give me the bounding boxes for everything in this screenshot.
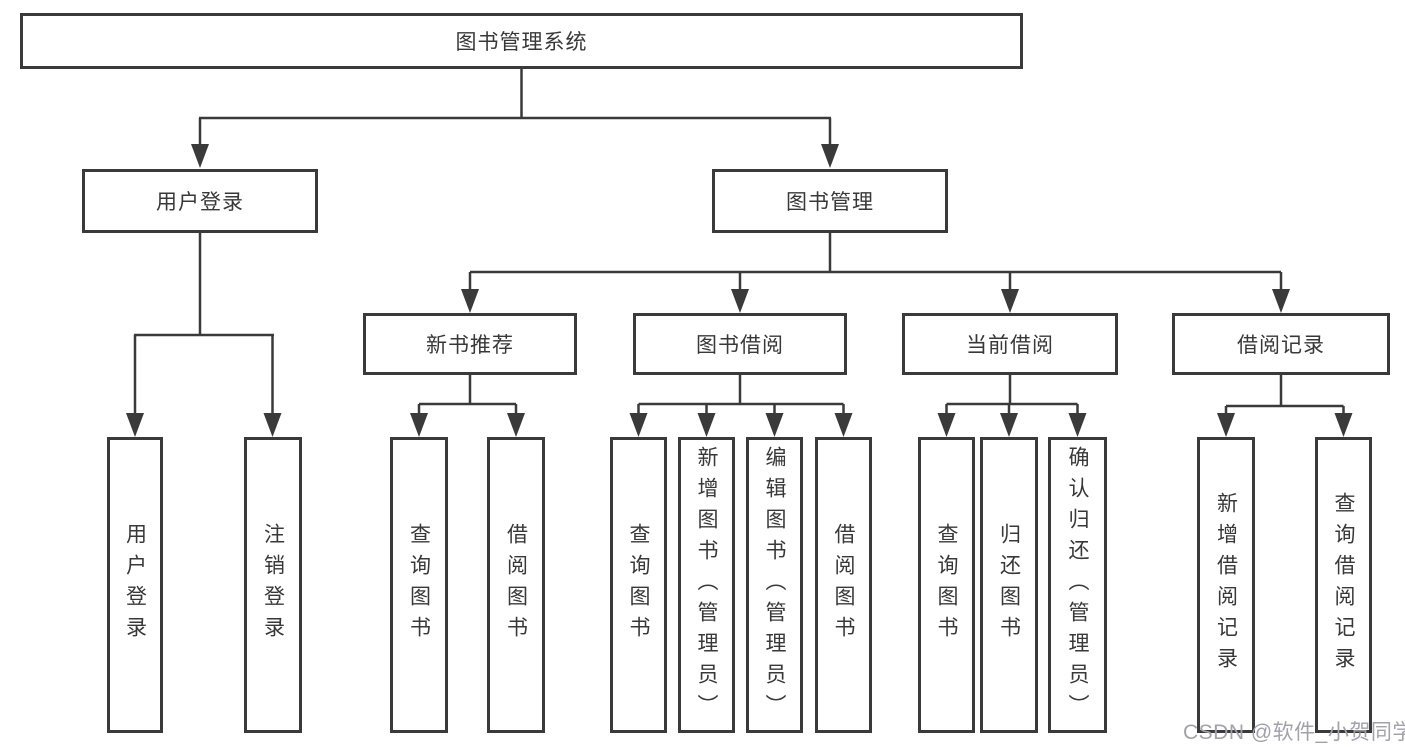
- leaf-confirm-return-admin: 确认归还（管理员）: [1048, 437, 1107, 733]
- node-borrow-records: 借阅记录: [1172, 313, 1390, 375]
- node-new-book-recommend: 新书推荐: [363, 313, 577, 375]
- leaf-edit-book-admin: 编辑图书（管理员）: [746, 437, 803, 733]
- leaf-user-login: 用户登录: [107, 437, 163, 733]
- leaf-add-book-admin: 新增图书（管理员）: [678, 437, 735, 733]
- leaf-return-book: 归还图书: [980, 437, 1038, 733]
- node-book-borrow: 图书借阅: [633, 313, 847, 375]
- leaf-borrow-books: 借阅图书: [815, 437, 872, 733]
- watermark: CSDN @软件_小贺同学: [1183, 721, 1405, 744]
- leaf-logout: 注销登录: [244, 437, 302, 733]
- arrowheads: [126, 144, 1353, 437]
- node-current-borrow: 当前借阅: [902, 313, 1118, 375]
- leaf-add-borrow-record: 新增借阅记录: [1197, 437, 1255, 733]
- leaf-query-books-recommend: 查询图书: [390, 437, 448, 733]
- node-user-login: 用户登录: [82, 169, 318, 233]
- node-book-management: 图书管理: [712, 169, 948, 233]
- leaf-query-books: 查询图书: [610, 437, 667, 733]
- leaf-borrow-books-recommend: 借阅图书: [487, 437, 545, 733]
- leaf-query-borrow-record: 查询借阅记录: [1315, 437, 1372, 733]
- node-library-management-system: 图书管理系统: [20, 13, 1023, 69]
- leaf-query-current-books: 查询图书: [918, 437, 975, 733]
